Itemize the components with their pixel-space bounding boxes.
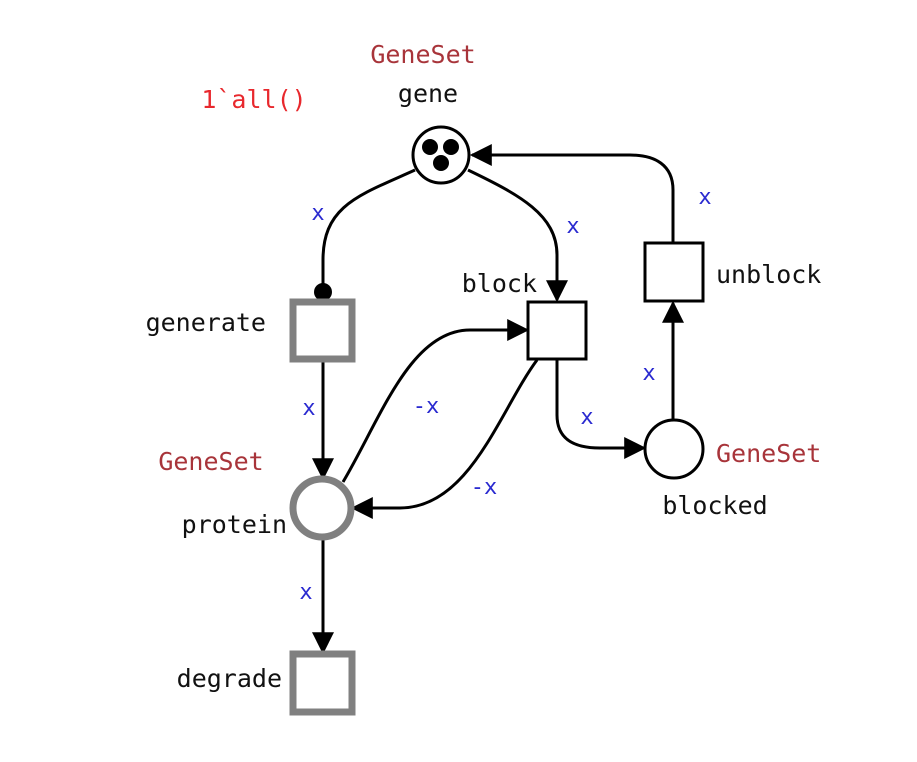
transition-block[interactable]	[526, 300, 588, 361]
arc-label-gene-block: x	[566, 214, 579, 239]
protein-type-label: GeneSet	[158, 447, 263, 476]
token-icon	[422, 139, 438, 155]
arc-unblock-gene	[469, 144, 675, 242]
arc-gene-block	[467, 168, 568, 303]
gene-name-label: gene	[398, 79, 458, 108]
arc-label-block-protein: -x	[471, 475, 498, 500]
arc-label-generate-protein: x	[302, 396, 315, 421]
degrade-label: degrade	[177, 664, 282, 693]
blocked-type-label: GeneSet	[716, 439, 821, 468]
block-label: block	[462, 269, 537, 298]
gene-initial-marking: 1`all()	[201, 85, 306, 114]
arc-dot-end-icon	[314, 283, 332, 301]
transition-degrade[interactable]	[289, 650, 356, 716]
arc-label-blocked-unblock: x	[642, 361, 655, 386]
token-icon	[443, 139, 459, 155]
token-icon	[433, 155, 449, 171]
gene-type-label: GeneSet	[370, 40, 475, 69]
arc-protein-block	[341, 319, 530, 483]
place-protein[interactable]	[289, 475, 355, 541]
arc-label-protein-degrade: x	[299, 580, 312, 605]
arc-block-blocked	[555, 360, 647, 459]
arc-label-block-blocked: x	[580, 405, 593, 430]
arc-label-unblock-gene: x	[698, 185, 711, 210]
arc-block-protein	[350, 359, 539, 519]
blocked-name-label: blocked	[662, 491, 767, 520]
unblock-label: unblock	[716, 260, 821, 289]
place-blocked[interactable]	[643, 418, 705, 480]
arc-label-gene-generate: x	[311, 201, 324, 226]
protein-name-label: protein	[182, 510, 287, 539]
generate-label: generate	[146, 308, 266, 337]
transition-unblock[interactable]	[643, 241, 705, 303]
arc-gene-generate	[321, 168, 416, 287]
transition-generate[interactable]	[289, 298, 356, 363]
place-gene[interactable]	[411, 125, 471, 185]
arc-label-protein-block: -x	[413, 394, 440, 419]
